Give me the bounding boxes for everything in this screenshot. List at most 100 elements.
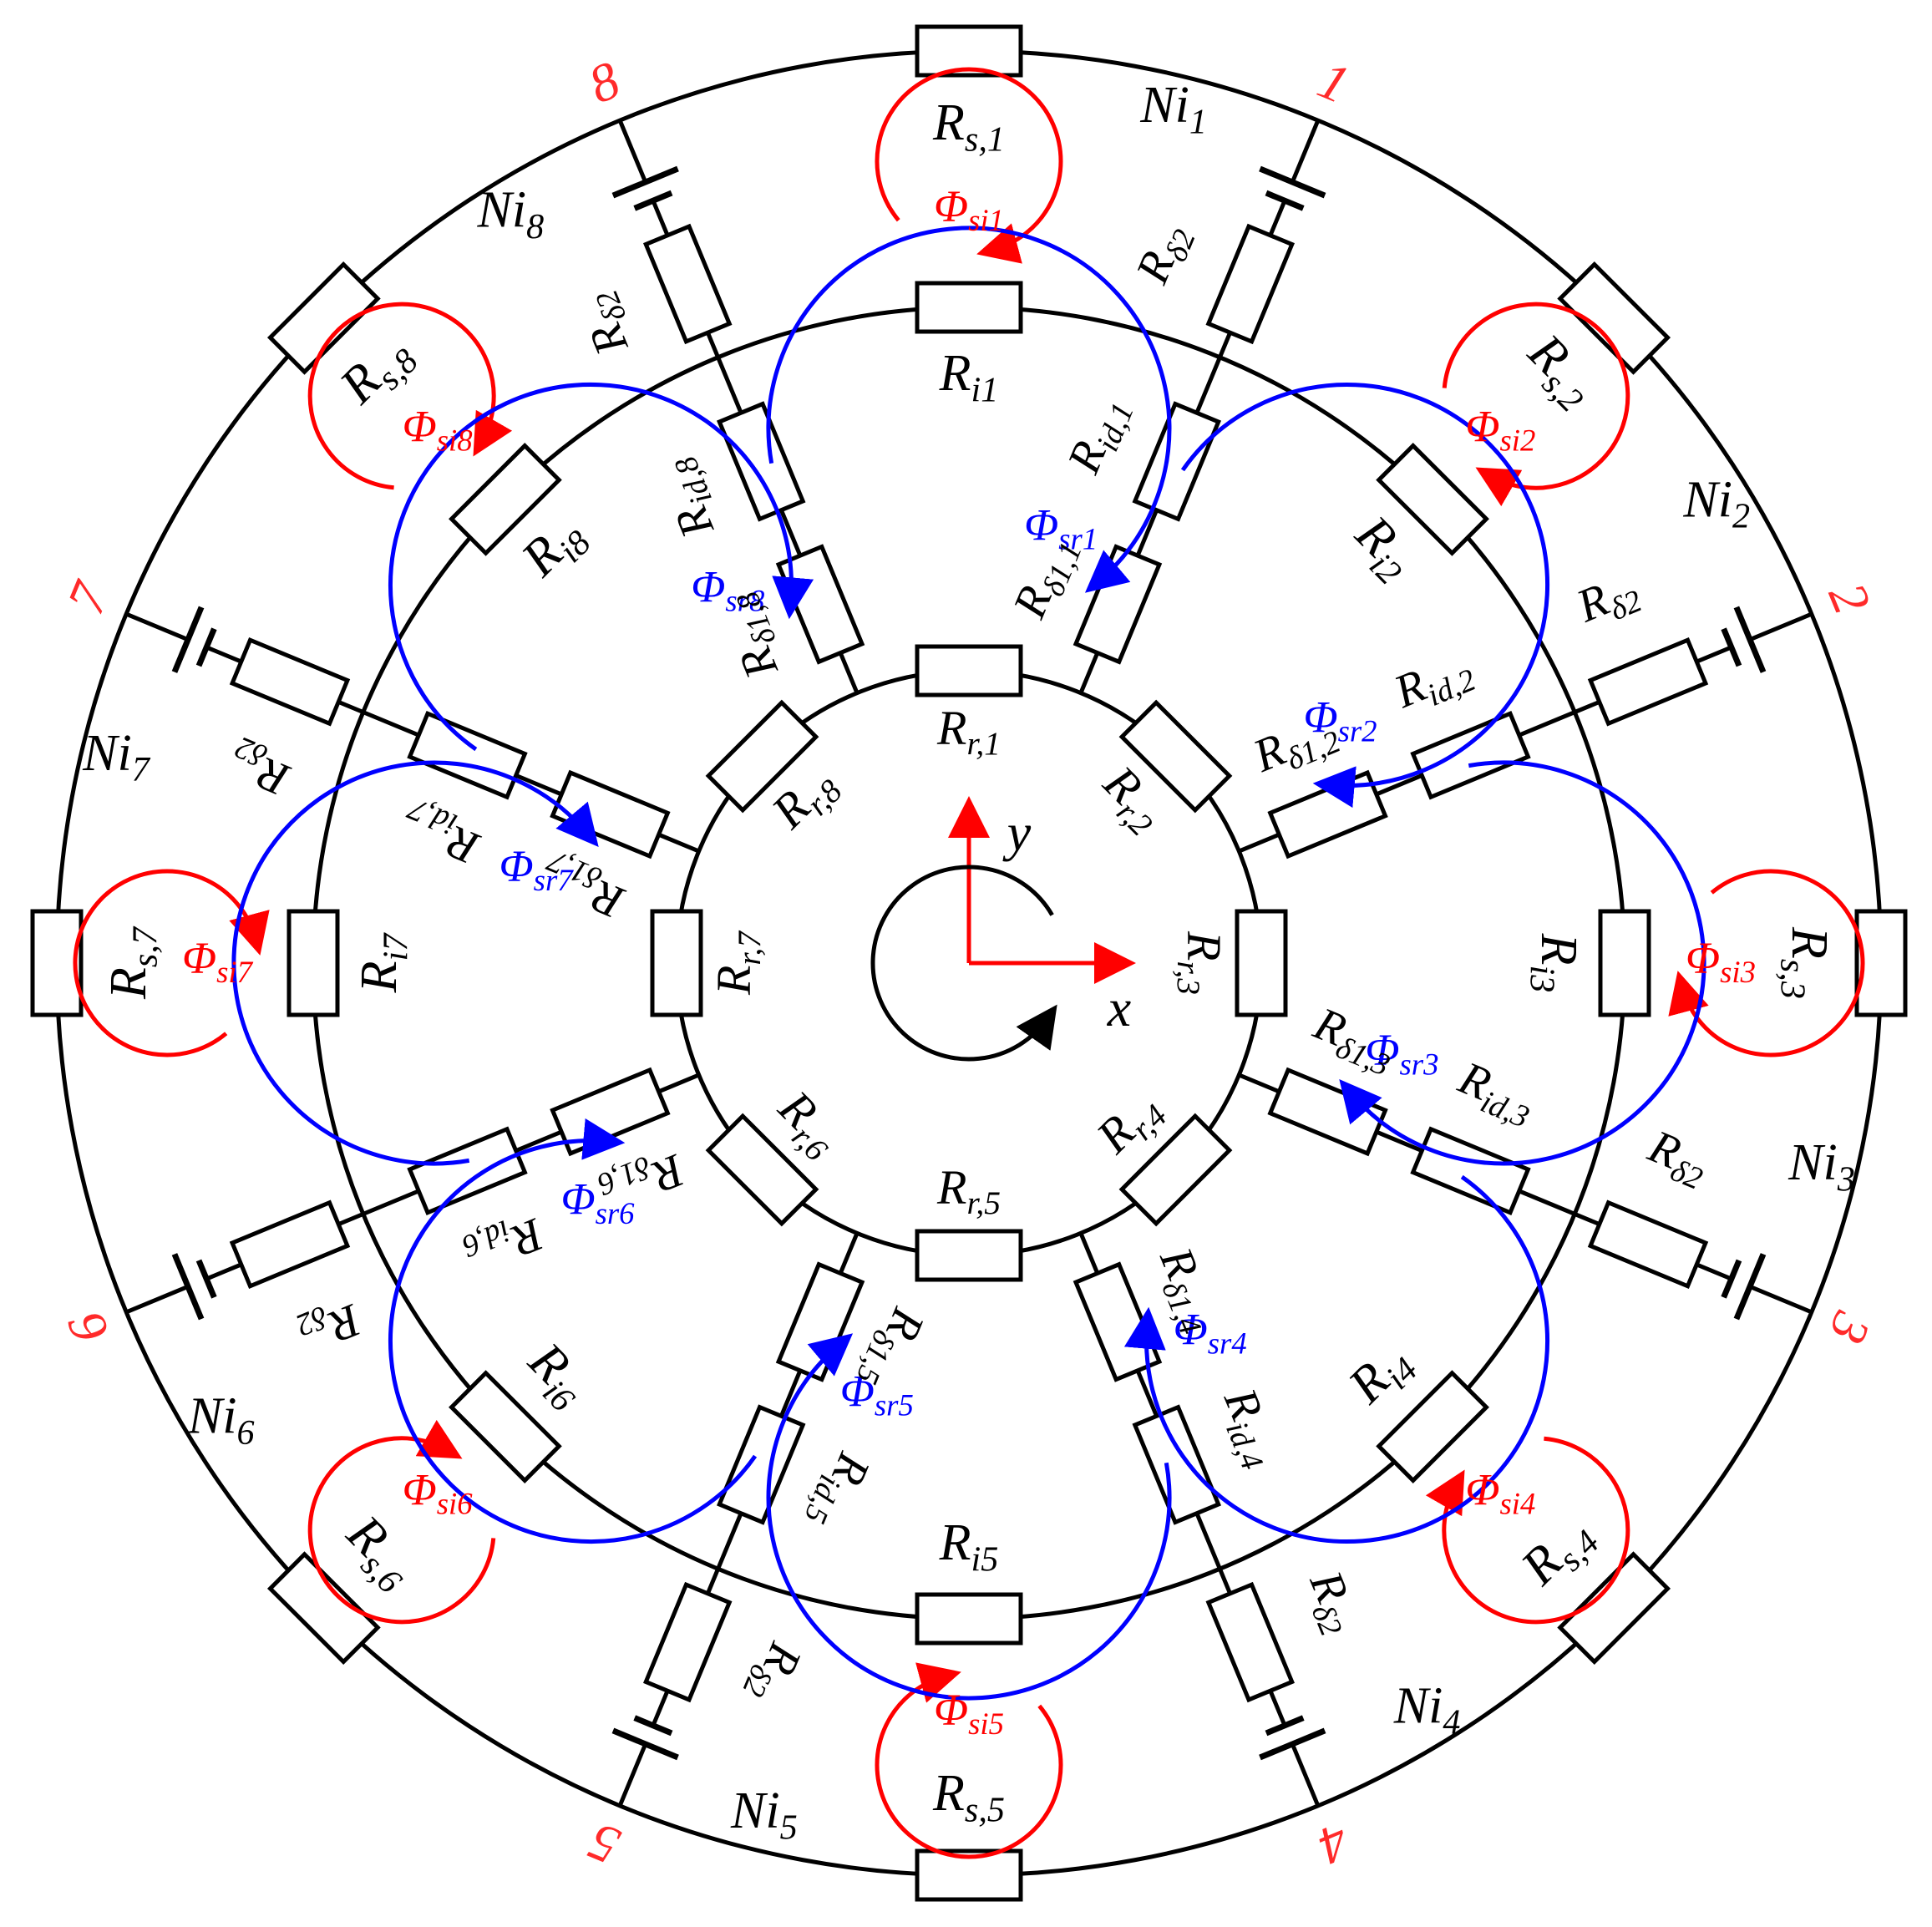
label-phi-sr-4: Φsr4: [1174, 1305, 1247, 1361]
stator-flux-arrow-7: [73, 869, 270, 1057]
stator-flux-arrow-2: [1442, 302, 1630, 507]
stator-yoke-resistor: [1854, 909, 1908, 1017]
r-id-resistor: [1410, 1126, 1531, 1215]
label-ni-7: Ni7: [82, 725, 151, 789]
inner-ring-resistor: [449, 443, 562, 556]
mmf-source: [1253, 1711, 1326, 1761]
rotor-ring-resistor: [650, 909, 703, 1017]
label-rr-5: Rr,5: [936, 1160, 1001, 1221]
r-id-resistor: [407, 711, 528, 800]
rotor-ring-resistor: [915, 644, 1023, 697]
stator-yoke-resistor: [266, 261, 381, 375]
r-delta2-resistor: [229, 636, 351, 727]
ring-resistors: [30, 24, 1908, 1902]
rotation-arrow: [870, 865, 1057, 1062]
label-rdelta2-8: Rδ2: [568, 286, 645, 363]
mmf-source: [611, 1711, 685, 1761]
r-delta1-resistor: [550, 769, 671, 860]
label-rid-7: Rid,7: [393, 790, 489, 875]
label-phi-si-8: Φsi8: [403, 402, 473, 458]
r-delta2-resistor: [229, 1199, 351, 1290]
label-ri-2: Ri2: [1339, 505, 1427, 592]
label-phi-si-2: Φsi2: [1465, 402, 1535, 458]
label-rs-1: Rs,1: [932, 94, 1005, 159]
r-id-resistor: [1410, 711, 1531, 800]
stator-flux-arrow-4: [1425, 1436, 1630, 1625]
r-delta1-resistor: [775, 1261, 865, 1382]
label-phi-si-7: Φsi7: [182, 933, 254, 989]
source-plate-short: [633, 1715, 673, 1737]
rotor-ring-resistor: [1118, 699, 1233, 814]
tooth-number-8: 8: [581, 49, 628, 114]
label-ri-5: Ri5: [939, 1514, 999, 1579]
label-rdelta1-7: Rδ1,7: [533, 843, 634, 929]
label-rr-3: Rr,3: [1170, 931, 1231, 995]
r-delta2-resistor: [642, 223, 733, 345]
label-phi-si-6: Φsi6: [403, 1465, 474, 1521]
label-rdelta2-4: Rδ2: [1293, 1563, 1370, 1640]
source-plate-long: [611, 1727, 679, 1761]
stator-flux-arrow-8: [307, 302, 513, 490]
label-phi-si-4: Φsi4: [1465, 1465, 1535, 1521]
label-rs-6: Rs,6: [331, 1504, 428, 1601]
label-rdelta2-3: Rδ2: [1639, 1120, 1716, 1197]
source-plate-long: [611, 165, 679, 199]
r-id-resistor: [717, 401, 806, 522]
r-delta2-resistor: [1587, 1199, 1709, 1290]
label-phi-sr-8: Φsr8: [691, 562, 764, 618]
label-ri-4: Ri4: [1337, 1332, 1425, 1420]
tooth-branch-3: [1238, 1067, 1813, 1321]
inner-ring-resistor: [1376, 1370, 1489, 1483]
label-ri-1: Ri1: [939, 345, 999, 409]
label-ni-4: Ni4: [1393, 1678, 1461, 1742]
stator-flux-arrow-1: [875, 67, 1063, 264]
source-plate-long: [1733, 1253, 1767, 1321]
tooth-branch-1: [1072, 119, 1326, 694]
tooth-number-7: 7: [55, 572, 121, 622]
label-rid-8: Rid,8: [647, 451, 730, 545]
label-phi-sr-2: Φsr2: [1303, 692, 1377, 748]
tooth-branch-7: [125, 606, 700, 860]
stator-yoke-resistor: [915, 1848, 1023, 1902]
label-ni-6: Ni6: [187, 1388, 255, 1453]
mmf-source: [171, 606, 221, 679]
label-phi-sr-3: Φsr3: [1365, 1026, 1438, 1082]
stator-yoke-resistor: [30, 909, 84, 1017]
label-ni-8: Ni8: [477, 182, 545, 246]
source-plate-short: [1721, 1259, 1742, 1299]
mmf-source: [1253, 165, 1326, 216]
source-plate-long: [1259, 1727, 1326, 1761]
rotor-flux-arrow-3: [1339, 760, 1706, 1166]
inner-ring-resistor: [1598, 909, 1651, 1017]
label-ri-3: Ri3: [1523, 933, 1587, 993]
source-plate-short: [195, 1259, 217, 1299]
label-phi-sr-6: Φsr6: [560, 1174, 635, 1230]
label-rdelta1-4: Rδ1,4: [1143, 1240, 1230, 1340]
tooth-number-5: 5: [581, 1812, 628, 1877]
r-id-resistor: [1132, 1404, 1221, 1525]
r-id-resistor: [717, 1404, 806, 1525]
label-ni-2: Ni2: [1682, 472, 1750, 536]
inner-ring-resistor: [1376, 443, 1489, 556]
label-rs-5: Rs,5: [932, 1765, 1005, 1829]
rotor-flux-arrow-5: [766, 1333, 1172, 1701]
rotor-flux-arrow-4: [1123, 1174, 1550, 1544]
source-plate-long: [1259, 165, 1326, 199]
label-rid-3: Rid,3: [1448, 1052, 1543, 1135]
stator-yoke-resistor: [1557, 261, 1671, 375]
label-rs-3: Rs,3: [1773, 926, 1838, 999]
rotor-flux-arrow-8: [388, 382, 814, 752]
label-ri-6: Ri6: [512, 1331, 600, 1419]
tooth-number-3: 3: [1818, 1304, 1883, 1352]
rotor-flux-arrow-6: [388, 1118, 758, 1544]
label-rid-6: Rid,6: [457, 1202, 551, 1286]
label-phi-sr-1: Φsr1: [1024, 500, 1098, 556]
label-rid-5: Rid,5: [797, 1443, 880, 1537]
radial-branches: [125, 119, 1813, 1807]
label-rid-1: Rid,1: [1057, 389, 1141, 484]
source-plate-long: [1733, 606, 1767, 673]
label-phi-si-5: Φsi5: [934, 1685, 1004, 1741]
stator-flux-arrow-6: [307, 1419, 496, 1625]
inner-ring-resistor: [287, 909, 340, 1017]
